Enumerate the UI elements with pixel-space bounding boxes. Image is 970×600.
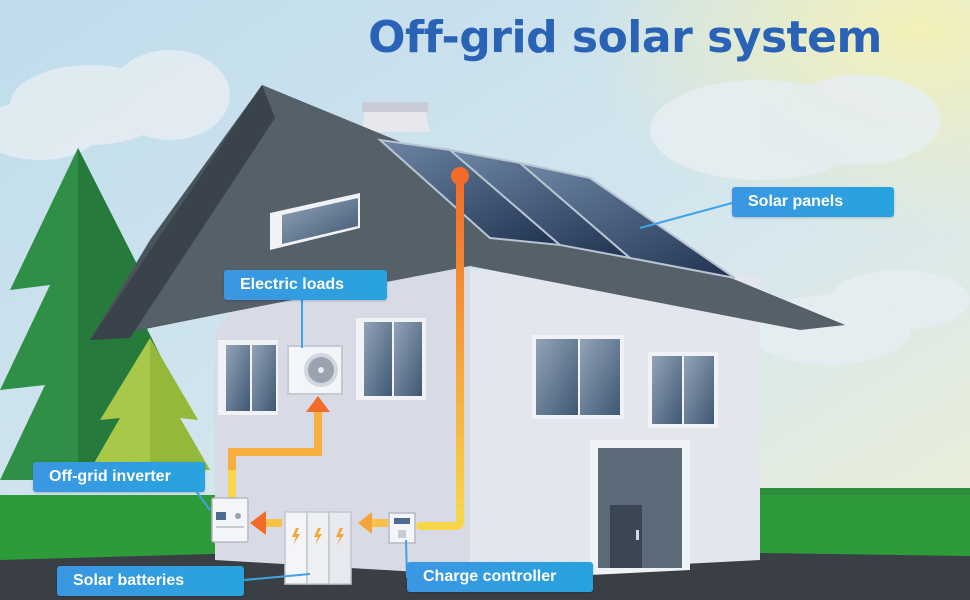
charge-controller bbox=[388, 512, 416, 544]
label-off-grid-inverter: Off-grid inverter bbox=[33, 462, 205, 492]
window-left-1 bbox=[218, 340, 278, 415]
pine-tree-light bbox=[90, 338, 210, 470]
roof-edge bbox=[90, 85, 275, 340]
lightning-bolt-icon bbox=[292, 528, 300, 545]
solar-batteries-unit bbox=[284, 511, 352, 585]
window-left-2 bbox=[356, 318, 426, 400]
label-solar-batteries: Solar batteries bbox=[57, 566, 244, 596]
arrow-left-icon bbox=[250, 511, 282, 535]
lightning-bolt-icon bbox=[314, 528, 322, 545]
arrow-left-icon bbox=[358, 512, 388, 534]
entrance bbox=[590, 440, 690, 575]
off-grid-inverter-unit bbox=[211, 497, 249, 543]
page-title: Off-grid solar system bbox=[368, 12, 882, 63]
chimney-cap bbox=[362, 102, 428, 112]
power-line-inverter-to-load bbox=[228, 396, 330, 498]
label-electric-loads: Electric loads bbox=[224, 270, 387, 300]
power-line-panels-to-controller bbox=[416, 167, 469, 530]
label-charge-controller: Charge controller bbox=[407, 562, 593, 592]
ac-unit bbox=[287, 345, 343, 395]
label-solar-panels: Solar panels bbox=[732, 187, 894, 217]
chimney bbox=[362, 110, 430, 132]
lightning-bolt-icon bbox=[336, 528, 344, 545]
door-handle bbox=[636, 530, 639, 540]
solar-panels bbox=[376, 138, 736, 279]
window-right-2 bbox=[648, 352, 718, 428]
attic-window bbox=[282, 198, 358, 244]
window-right-1 bbox=[532, 335, 624, 419]
